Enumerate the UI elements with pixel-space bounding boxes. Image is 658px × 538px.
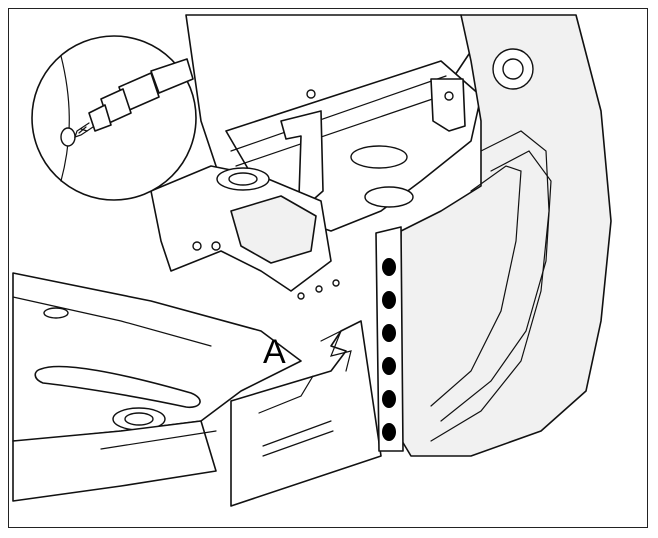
break-line [320, 329, 352, 372]
car-body-panel-illustration: A [12, 14, 612, 507]
weld-points [382, 258, 396, 441]
outer-wheelhouse [395, 14, 612, 457]
callout-label-a: A [263, 333, 286, 371]
weld-point-icon [382, 324, 396, 342]
diagram-frame: A [8, 8, 648, 528]
weld-point-icon [382, 357, 396, 375]
weld-point-icon [382, 291, 396, 309]
floor-rib [34, 365, 201, 409]
side-clip [430, 78, 466, 132]
floor-step [12, 420, 217, 502]
weld-point-icon [382, 258, 396, 276]
drill-icon [74, 58, 194, 138]
weld-point-icon [382, 423, 396, 441]
weld-point-icon [382, 390, 396, 408]
